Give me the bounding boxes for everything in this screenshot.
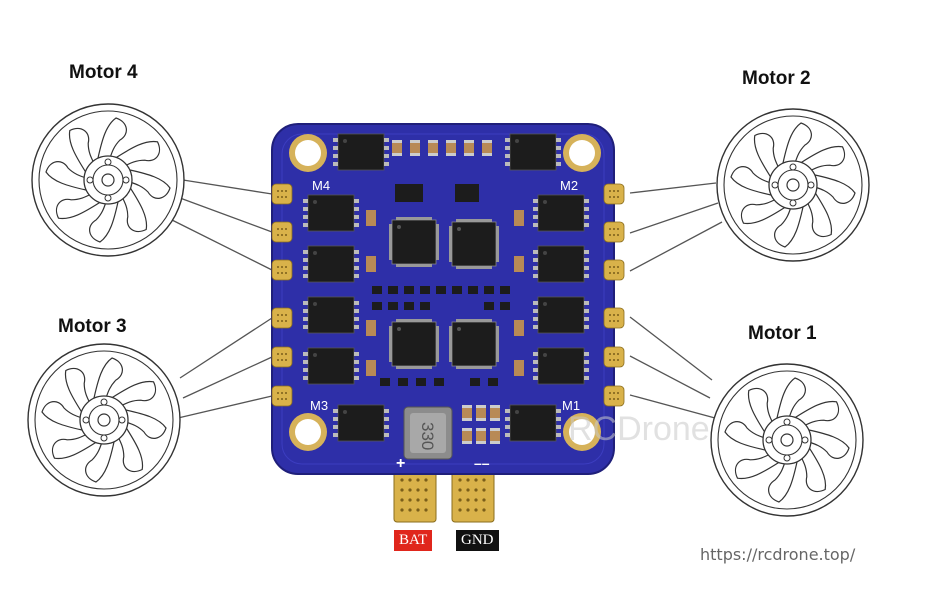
motor-3-label: Motor 3 <box>58 316 127 337</box>
top-mosfet-right <box>504 133 562 171</box>
esc-board: M4 M2 M3 M1 330 + –– <box>271 123 625 475</box>
mounting-hole <box>563 134 601 172</box>
motor-3-pads <box>271 307 293 407</box>
motor-4-label: Motor 4 <box>69 62 138 83</box>
pad-label-m1: M1 <box>562 398 580 413</box>
pad-label-m2: M2 <box>560 178 578 193</box>
plus-marking: + <box>396 455 405 472</box>
mounting-hole <box>289 413 327 451</box>
motor-1-propeller <box>710 363 864 517</box>
driver-ic <box>388 318 440 370</box>
pad-label-m4: M4 <box>312 178 330 193</box>
bottom-mosfet-right <box>504 404 562 442</box>
driver-ic <box>388 216 440 268</box>
bat-label: BAT <box>394 530 433 551</box>
inductor-marking: 330 <box>418 422 437 450</box>
inductor <box>403 406 453 460</box>
mounting-hole <box>289 134 327 172</box>
mcu-chip <box>448 318 500 370</box>
motor-2-pads <box>603 183 625 281</box>
motor-2-propeller <box>716 108 870 262</box>
mounting-hole <box>563 413 601 451</box>
source-url: https://rcdrone.top/ <box>700 545 856 564</box>
motor-1-pads <box>603 307 625 407</box>
bat-terminal-pad <box>393 469 437 523</box>
watermark: RCDrone <box>568 410 710 448</box>
mcu-chip <box>448 218 500 270</box>
gnd-terminal-pad <box>451 469 495 523</box>
minus-marking: –– <box>474 455 490 471</box>
motor-4-pads <box>271 183 293 281</box>
motor-4-propeller <box>31 103 185 257</box>
motor-1-label: Motor 1 <box>748 323 817 344</box>
small-components <box>372 184 510 386</box>
motor-3-propeller <box>27 343 181 497</box>
pad-label-m3: M3 <box>310 398 328 413</box>
top-mosfet-left <box>332 133 390 171</box>
motor-wires <box>171 179 723 419</box>
gnd-label: GND <box>456 530 499 551</box>
bottom-mosfet-left <box>332 404 390 442</box>
motor-2-label: Motor 2 <box>742 68 811 89</box>
